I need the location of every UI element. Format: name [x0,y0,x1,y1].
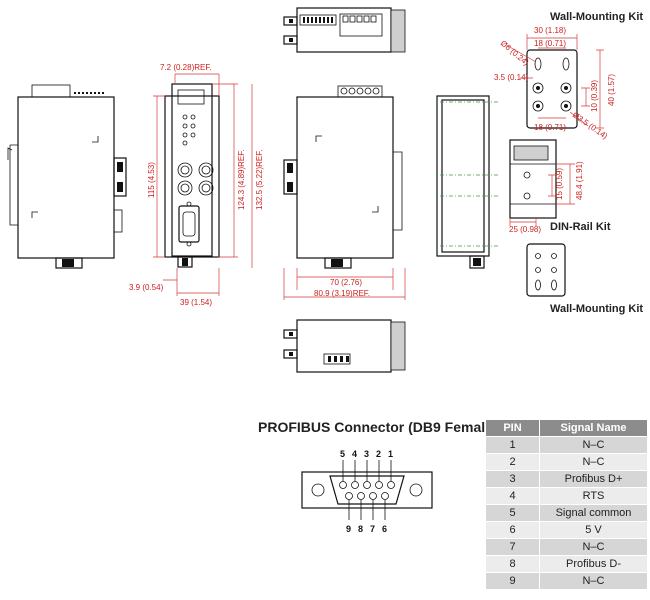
db9-connector-diagram [301,460,433,520]
dim-wm-10: 10 (0.39) [590,80,599,112]
pin-cell: 5 [485,504,540,522]
pin-label-4: 4 [352,449,357,459]
signal-cell: Signal common [539,504,648,522]
top-view [283,7,406,53]
signal-cell: Profibus D- [539,555,648,573]
dim-din-25: 25 (0.98) [509,225,541,234]
pin-label-3: 3 [364,449,369,459]
dim-foot: 3.9 (0.54) [129,283,164,292]
pin-label-1: 1 [388,449,393,459]
pin-label-7: 7 [370,524,375,534]
din-rail-kit [509,139,557,219]
pin-label-2: 2 [376,449,381,459]
dim-din-15: 15 (0.59) [555,168,564,200]
pin-label-8: 8 [358,524,363,534]
dimension-lines [153,34,604,300]
signal-cell: N–C [539,436,648,454]
pin-cell: 3 [485,470,540,488]
connector-title: PROFIBUS Connector (DB9 Female) [258,419,498,435]
signal-cell: 5 V [539,521,648,539]
right-side-view [283,85,403,269]
dim-wm-18a: 18 (0.71) [534,39,566,48]
signal-cell: RTS [539,487,648,505]
dim-wm-3-5: 3.5 (0.14) [494,73,529,82]
label-wall-mounting-kit-top: Wall-Mounting Kit [550,11,643,23]
dim-wm-30: 30 (1.18) [534,26,566,35]
wall-mounting-kit-bottom [526,243,566,297]
pin-cell: 4 [485,487,540,505]
wall-mounting-kit-top [526,49,578,129]
dim-height-132: 132.5 (5.22)REF. [255,150,264,210]
dim-din-48: 48.4 (1.91) [575,161,584,200]
pin-cell: 1 [485,436,540,454]
pin-cell: 6 [485,521,540,539]
dim-height-124: 124.3 (4.89)REF. [237,150,246,210]
dim-width-39: 39 (1.54) [180,298,212,307]
front-view [164,83,220,268]
signal-cell: Profibus D+ [539,470,648,488]
dim-top-ref: 7.2 (0.28)REF. [160,63,212,72]
dim-wm-40: 40 (1.57) [607,74,616,106]
left-side-view [7,84,127,269]
signal-cell: N–C [539,572,648,590]
pin-cell: 9 [485,572,540,590]
signal-cell: N–C [539,538,648,556]
rear-view [436,95,500,269]
header-pin: PIN [485,419,540,437]
dim-width-70: 70 (2.76) [330,278,362,287]
pin-label-5: 5 [340,449,345,459]
pin-cell: 2 [485,453,540,471]
table-header-row: PIN Signal Name [485,419,648,437]
dim-width-80: 80.9 (3.19)REF. [314,289,370,298]
dim-wm-6: Ø6 (0.24) [499,39,531,68]
pin-cell: 7 [485,538,540,556]
pin-cell: 8 [485,555,540,573]
pin-label-9: 9 [346,524,351,534]
bottom-view [283,319,406,373]
dim-wm-18b: 18 (0.71) [534,123,566,132]
dim-height-115: 115 (4.53) [147,162,156,198]
label-wall-mounting-kit-bottom: Wall-Mounting Kit [550,303,643,315]
label-din-rail-kit: DIN-Rail Kit [550,221,611,233]
header-signal-name: Signal Name [539,419,648,437]
pin-label-6: 6 [382,524,387,534]
signal-cell: N–C [539,453,648,471]
